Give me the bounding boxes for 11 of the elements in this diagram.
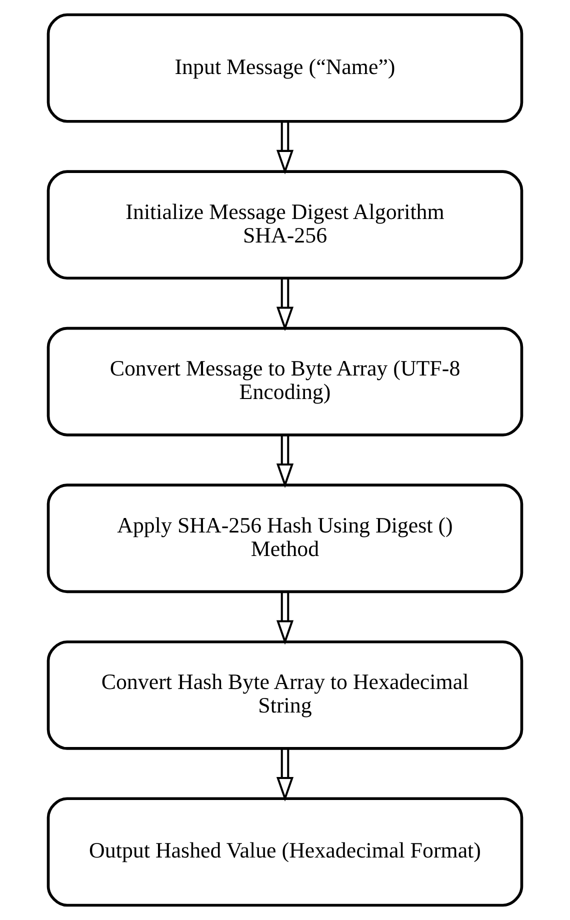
arrow xyxy=(276,748,294,802)
arrow xyxy=(276,592,294,645)
node-box: Apply SHA-256 Hash Using Digest () Method xyxy=(46,484,524,594)
arrow xyxy=(276,122,294,174)
arrow xyxy=(276,278,294,332)
node-box: Initialize Message Digest Algorithm SHA-256 xyxy=(46,170,524,280)
node-box: Input Message (“Name”) xyxy=(46,13,524,123)
node-box: Convert Hash Byte Array to Hexadecimal String xyxy=(46,640,524,750)
arrow xyxy=(276,435,294,488)
node-box: Convert Message to Byte Array (UTF-8 Encoding) xyxy=(46,326,524,436)
node-box: Output Hashed Value (Hexadecimal Format) xyxy=(46,797,524,907)
